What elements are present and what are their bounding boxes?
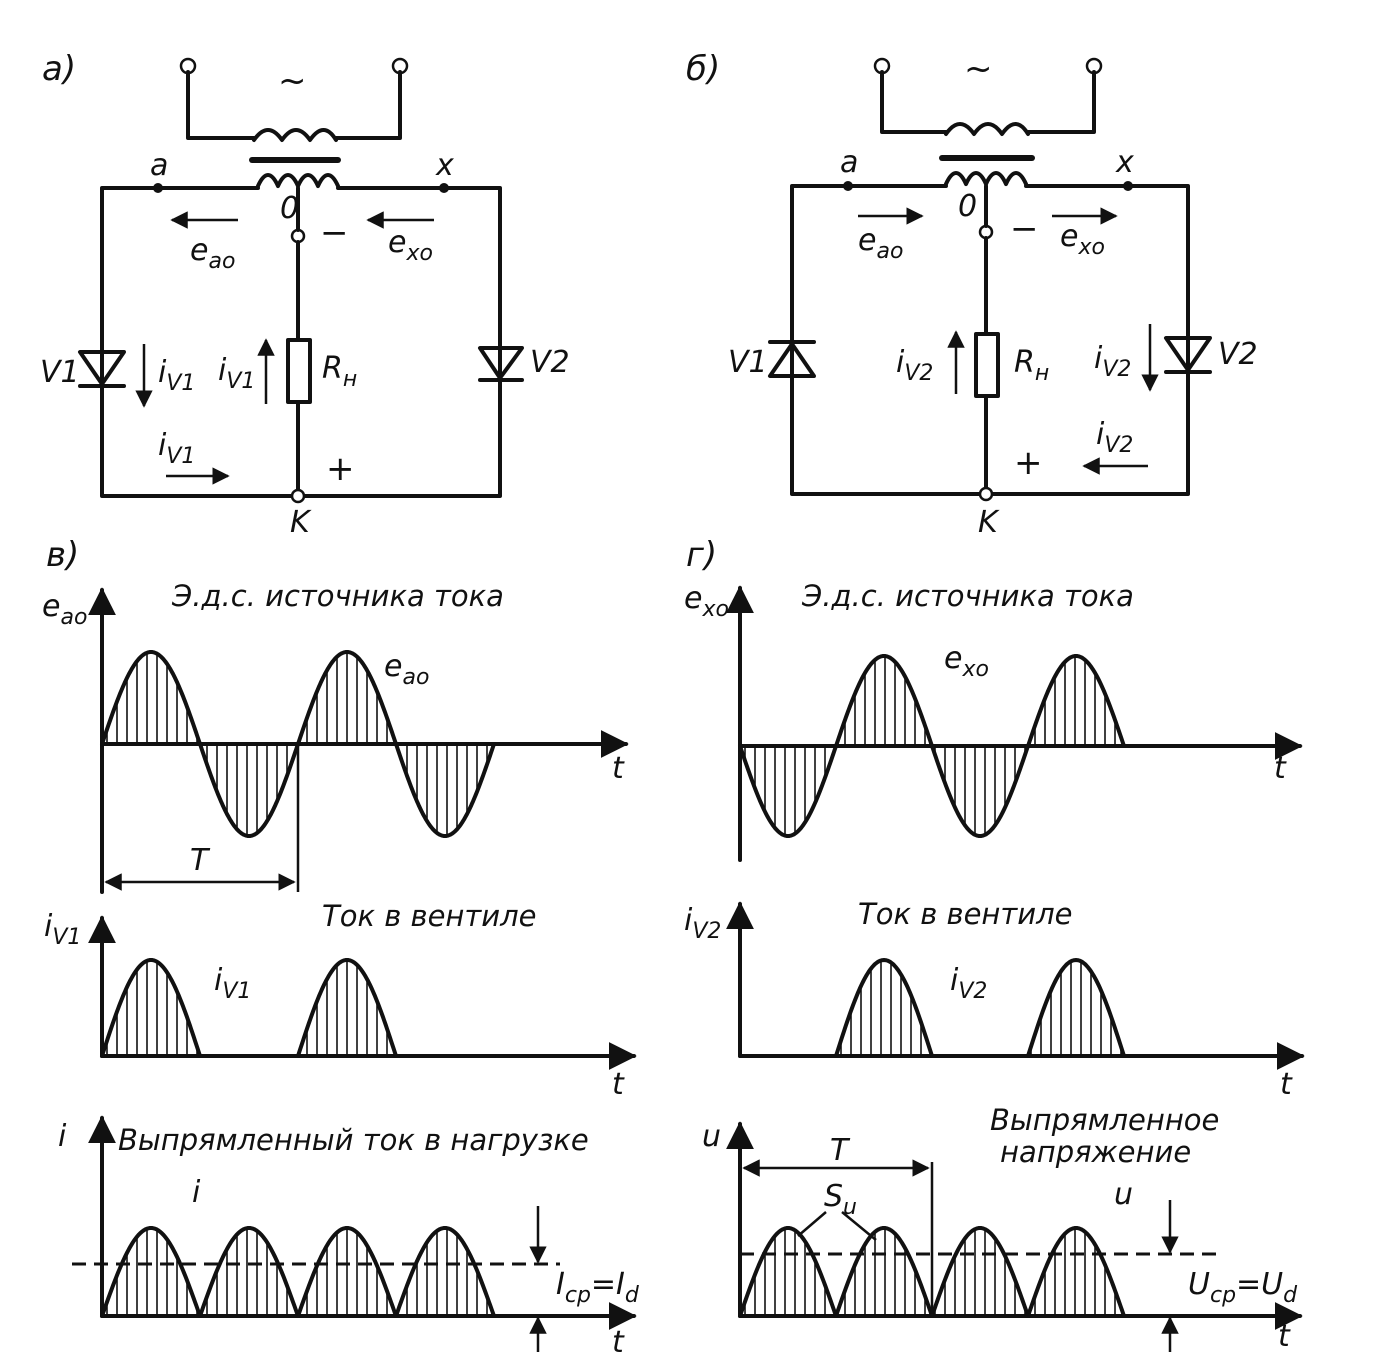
diode-v2-label: V2 [530, 345, 570, 380]
diode-v1-triangle [768, 342, 816, 378]
load-label: Rн [322, 351, 357, 392]
diode-v2-triangle [478, 346, 524, 380]
node-o-label: 0 [958, 189, 977, 224]
voltage-curve-label: u [1114, 1177, 1133, 1212]
graph-labels-right: г) Э.д.с. источника тока exo exo t Ток в… [684, 535, 1298, 1352]
emf-curve-label-left: eao [384, 649, 429, 690]
valve-title-left: Ток в вентиле [322, 899, 537, 933]
plus-sign: + [1014, 443, 1043, 483]
avg-voltage-label: Uср=Ud [1188, 1267, 1298, 1308]
period-label-left: T [190, 843, 211, 878]
emf-ao-label: eao [858, 223, 903, 264]
diode-v1-label: V1 [728, 345, 768, 380]
current-load-label: iV2 [896, 345, 933, 386]
i-v1-curve [100, 958, 496, 1058]
load-label: Rн [1014, 345, 1049, 386]
panel-d-tag: г) [686, 535, 717, 575]
minus-sign: − [320, 213, 349, 253]
t-label-5: t [1280, 1067, 1293, 1102]
t-label-6: t [1278, 1319, 1291, 1352]
secondary-winding [944, 171, 1028, 186]
minus-sign: − [1010, 209, 1039, 249]
voltage-axis-label: u [702, 1119, 721, 1154]
primary-winding [252, 128, 338, 142]
area-label: Su [824, 1179, 857, 1220]
circuit-b: б) ~ a x 0 − Rн K + eao exo V1 V2 [686, 49, 1258, 540]
node-o-label: 0 [280, 191, 299, 226]
emf-axis-label-right: exo [684, 581, 729, 622]
period-label-right: T [830, 1133, 851, 1168]
t-label-3: t [612, 1325, 625, 1352]
panel-a-tag: а) [42, 49, 76, 89]
primary-wires [186, 70, 402, 140]
valve-curve-label-left: iV1 [214, 963, 251, 1004]
current-bottom-label: iV2 [1096, 417, 1133, 458]
node-a-label: a [150, 148, 168, 183]
emf-ao-label: eao [190, 233, 235, 274]
node-a-dot [843, 181, 853, 191]
t-label-2: t [612, 1067, 625, 1102]
node-x-label: x [435, 148, 454, 183]
node-k-terminal [290, 488, 306, 504]
t-label-4: t [1274, 751, 1287, 786]
load-current-curve-label: i [192, 1175, 201, 1210]
node-x-label: x [1115, 145, 1134, 180]
node-a-label: a [840, 145, 858, 180]
load-current-title: Выпрямленный ток в нагрузке [118, 1123, 589, 1157]
diode-v2-label: V2 [1218, 337, 1258, 372]
diode-v1-label: V1 [40, 355, 80, 390]
i-v2-curve [834, 958, 1126, 1058]
circuit-a: а) ~ a x 0 − Rн K + eao exo V1 [40, 49, 570, 540]
waveform-graphs [72, 585, 1305, 1352]
primary-winding [944, 122, 1030, 136]
current-v2-label: iV2 [1094, 341, 1131, 382]
graph-labels-left: в) Э.д.с. источника тока eao eao t T Ток… [42, 535, 640, 1352]
load-resistor [974, 332, 1000, 398]
valve-axis-label-left: iV1 [44, 909, 81, 950]
area-leader-lines [797, 1211, 877, 1241]
node-x-dot [1123, 181, 1133, 191]
diode-v2-triangle [1164, 336, 1212, 372]
avg-current-label: Iср=Id [556, 1267, 640, 1308]
load-current-axis-label: i [58, 1119, 67, 1154]
emf-axis-label-left: eao [42, 589, 87, 630]
panel-c-tag: в) [46, 535, 79, 575]
secondary-winding [256, 173, 340, 188]
valve-curve-label-right: iV2 [950, 963, 987, 1004]
panel-b-tag: б) [686, 49, 720, 89]
diode-v1-triangle [78, 350, 126, 386]
emf-title-right: Э.д.с. источника тока [801, 579, 1134, 613]
valve-axis-label-right: iV2 [684, 903, 721, 944]
source-symbol: ~ [964, 49, 993, 89]
load-resistor [286, 338, 312, 404]
primary-wires [880, 70, 1096, 134]
current-bottom-label: iV1 [158, 428, 195, 469]
emf-title-left: Э.д.с. источника тока [171, 579, 504, 613]
node-k-terminal [978, 486, 994, 502]
voltage-title-line-1: Выпрямленное [990, 1103, 1219, 1137]
source-symbol: ~ [278, 61, 307, 101]
node-k-label: K [978, 505, 1000, 540]
node-x-dot [439, 183, 449, 193]
node-k-label: K [290, 505, 312, 540]
current-v1-label: iV1 [158, 355, 195, 396]
load-current-curve [100, 1226, 496, 1318]
emf-xo-label: exo [388, 225, 433, 266]
current-load-label: iV1 [218, 353, 255, 394]
valve-title-right: Ток в вентиле [858, 897, 1073, 931]
emf-curve-label-right: exo [944, 641, 989, 682]
voltage-title-line-2: напряжение [1000, 1135, 1191, 1169]
node-a-dot [153, 183, 163, 193]
plus-sign: + [326, 449, 355, 489]
t-label-1: t [612, 751, 625, 786]
emf-xo-label: exo [1060, 219, 1105, 260]
emf-xo-curve [738, 654, 1126, 838]
